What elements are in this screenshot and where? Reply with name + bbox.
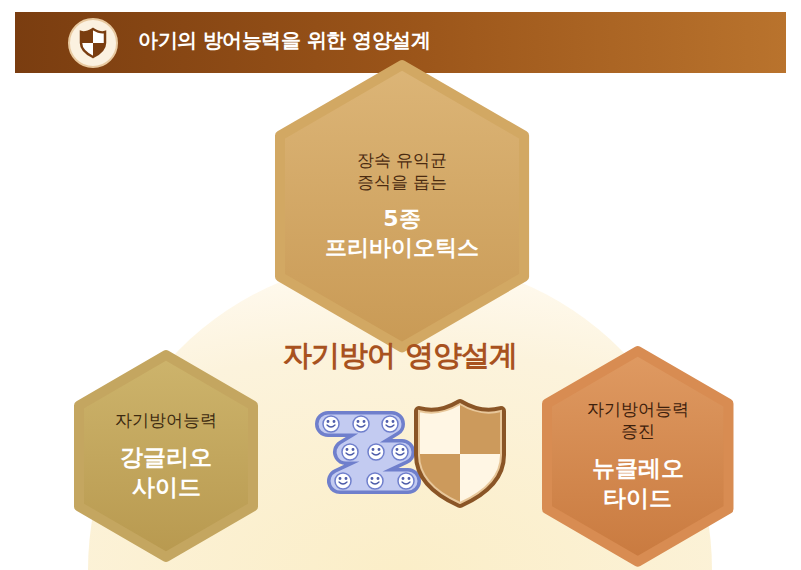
hexagon-outline	[79, 355, 253, 557]
bacteria-chain	[323, 416, 414, 489]
header-title: 아기의 방어능력을 위한 영양설계	[138, 27, 430, 54]
node-heading: 5종 프리바이오틱스	[318, 205, 486, 262]
hexagon-node: 장속 유익균 증식을 돕는 5종 프리바이오틱스	[275, 60, 529, 352]
center-title: 자기방어 영양설계	[283, 336, 516, 376]
node-heading: 뉴클레오 타이드	[583, 454, 693, 514]
hexagon-outline	[280, 65, 524, 347]
hexagon-outline	[547, 351, 728, 562]
node-caption: 장속 유익균 증식을 돕는	[341, 149, 463, 193]
header-icon	[69, 19, 117, 67]
hexagon-node: 자기방어능력강글리오 사이드	[74, 350, 258, 562]
hexagon-shape	[275, 60, 529, 352]
shield-icon	[415, 400, 505, 508]
node-caption: 자기방어능력	[115, 409, 217, 431]
hexagon-node: 자기방어능력 증진뉴클레오 타이드	[542, 346, 733, 567]
node-caption: 자기방어능력 증진	[578, 398, 698, 442]
node-heading: 강글리오 사이드	[111, 443, 221, 503]
